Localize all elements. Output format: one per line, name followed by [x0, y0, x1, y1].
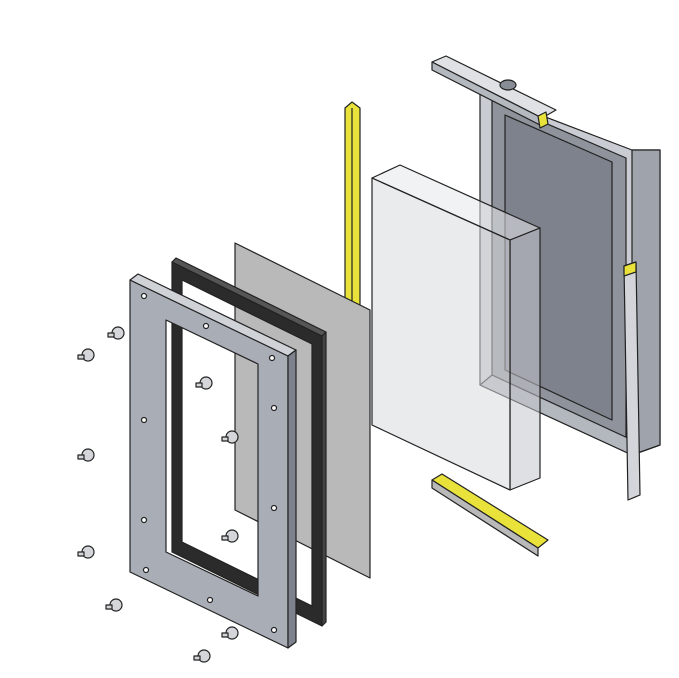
- transparent-cover: [371, 164, 541, 491]
- screw-icon: [221, 626, 239, 640]
- screw-icon: [105, 598, 123, 612]
- screws: [77, 326, 239, 663]
- screw-icon: [193, 649, 211, 663]
- front-frame: [129, 273, 297, 649]
- side-strip: [623, 261, 641, 501]
- frame-holes: [140, 292, 278, 634]
- screw-icon: [107, 326, 125, 340]
- lid-hole: [499, 79, 517, 91]
- screw-icon: [221, 430, 239, 444]
- bottom-yellow-strip: [431, 473, 549, 557]
- screw-icon: [195, 376, 213, 390]
- enclosure-lid: [431, 55, 557, 129]
- screw-icon: [77, 348, 95, 362]
- screw-icon: [221, 529, 239, 543]
- screw-icon: [77, 448, 95, 462]
- screw-icon: [77, 545, 95, 559]
- vertical-yellow-strip: [344, 101, 361, 319]
- gasket: [171, 257, 327, 627]
